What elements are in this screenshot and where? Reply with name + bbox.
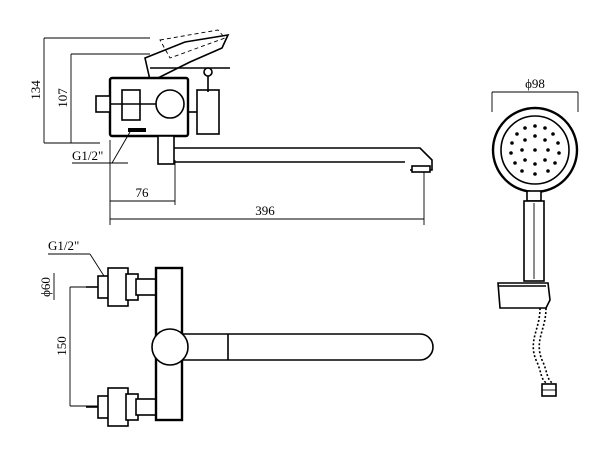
nozzle-pattern — [509, 124, 561, 176]
thread-label-side: G1/2" — [72, 131, 131, 164]
side-view: 134 107 — [28, 29, 433, 225]
dimension-76: 76 — [109, 140, 176, 225]
wall-holder — [497, 282, 551, 309]
shower-head — [491, 106, 579, 194]
spout-top — [151, 328, 434, 366]
dim-134-label: 134 — [28, 80, 43, 100]
spout — [174, 147, 433, 173]
lever-handle — [144, 29, 230, 81]
thread-top-label: G1/2" — [48, 238, 79, 253]
dimension-phi60: ϕ60 — [38, 273, 55, 300]
top-inlet-fitting — [86, 267, 157, 307]
dim-76-label: 76 — [136, 185, 150, 200]
dim-phi98-label: ϕ98 — [525, 76, 545, 91]
dim-396-label: 396 — [255, 203, 275, 218]
dimension-107: 107 — [55, 53, 150, 143]
dimension-396: 396 — [110, 172, 425, 225]
shower-head-assembly: ϕ98 — [491, 76, 579, 397]
dimension-134: 134 — [28, 37, 150, 144]
shower-hose — [532, 307, 557, 397]
thread-side-label: G1/2" — [72, 148, 103, 163]
mixer-body — [95, 67, 220, 165]
dim-phi60-label: ϕ60 — [38, 277, 53, 297]
top-view: G1/2" ϕ60 150 — [38, 238, 434, 427]
dim-107-label: 107 — [55, 88, 70, 108]
dimension-phi98: ϕ98 — [491, 76, 579, 112]
dimension-150: 150 — [54, 286, 100, 407]
bottom-inlet-fitting — [86, 387, 157, 427]
shower-handle — [523, 190, 545, 282]
dim-150-label: 150 — [54, 336, 69, 356]
thread-label-top: G1/2" — [48, 238, 105, 277]
